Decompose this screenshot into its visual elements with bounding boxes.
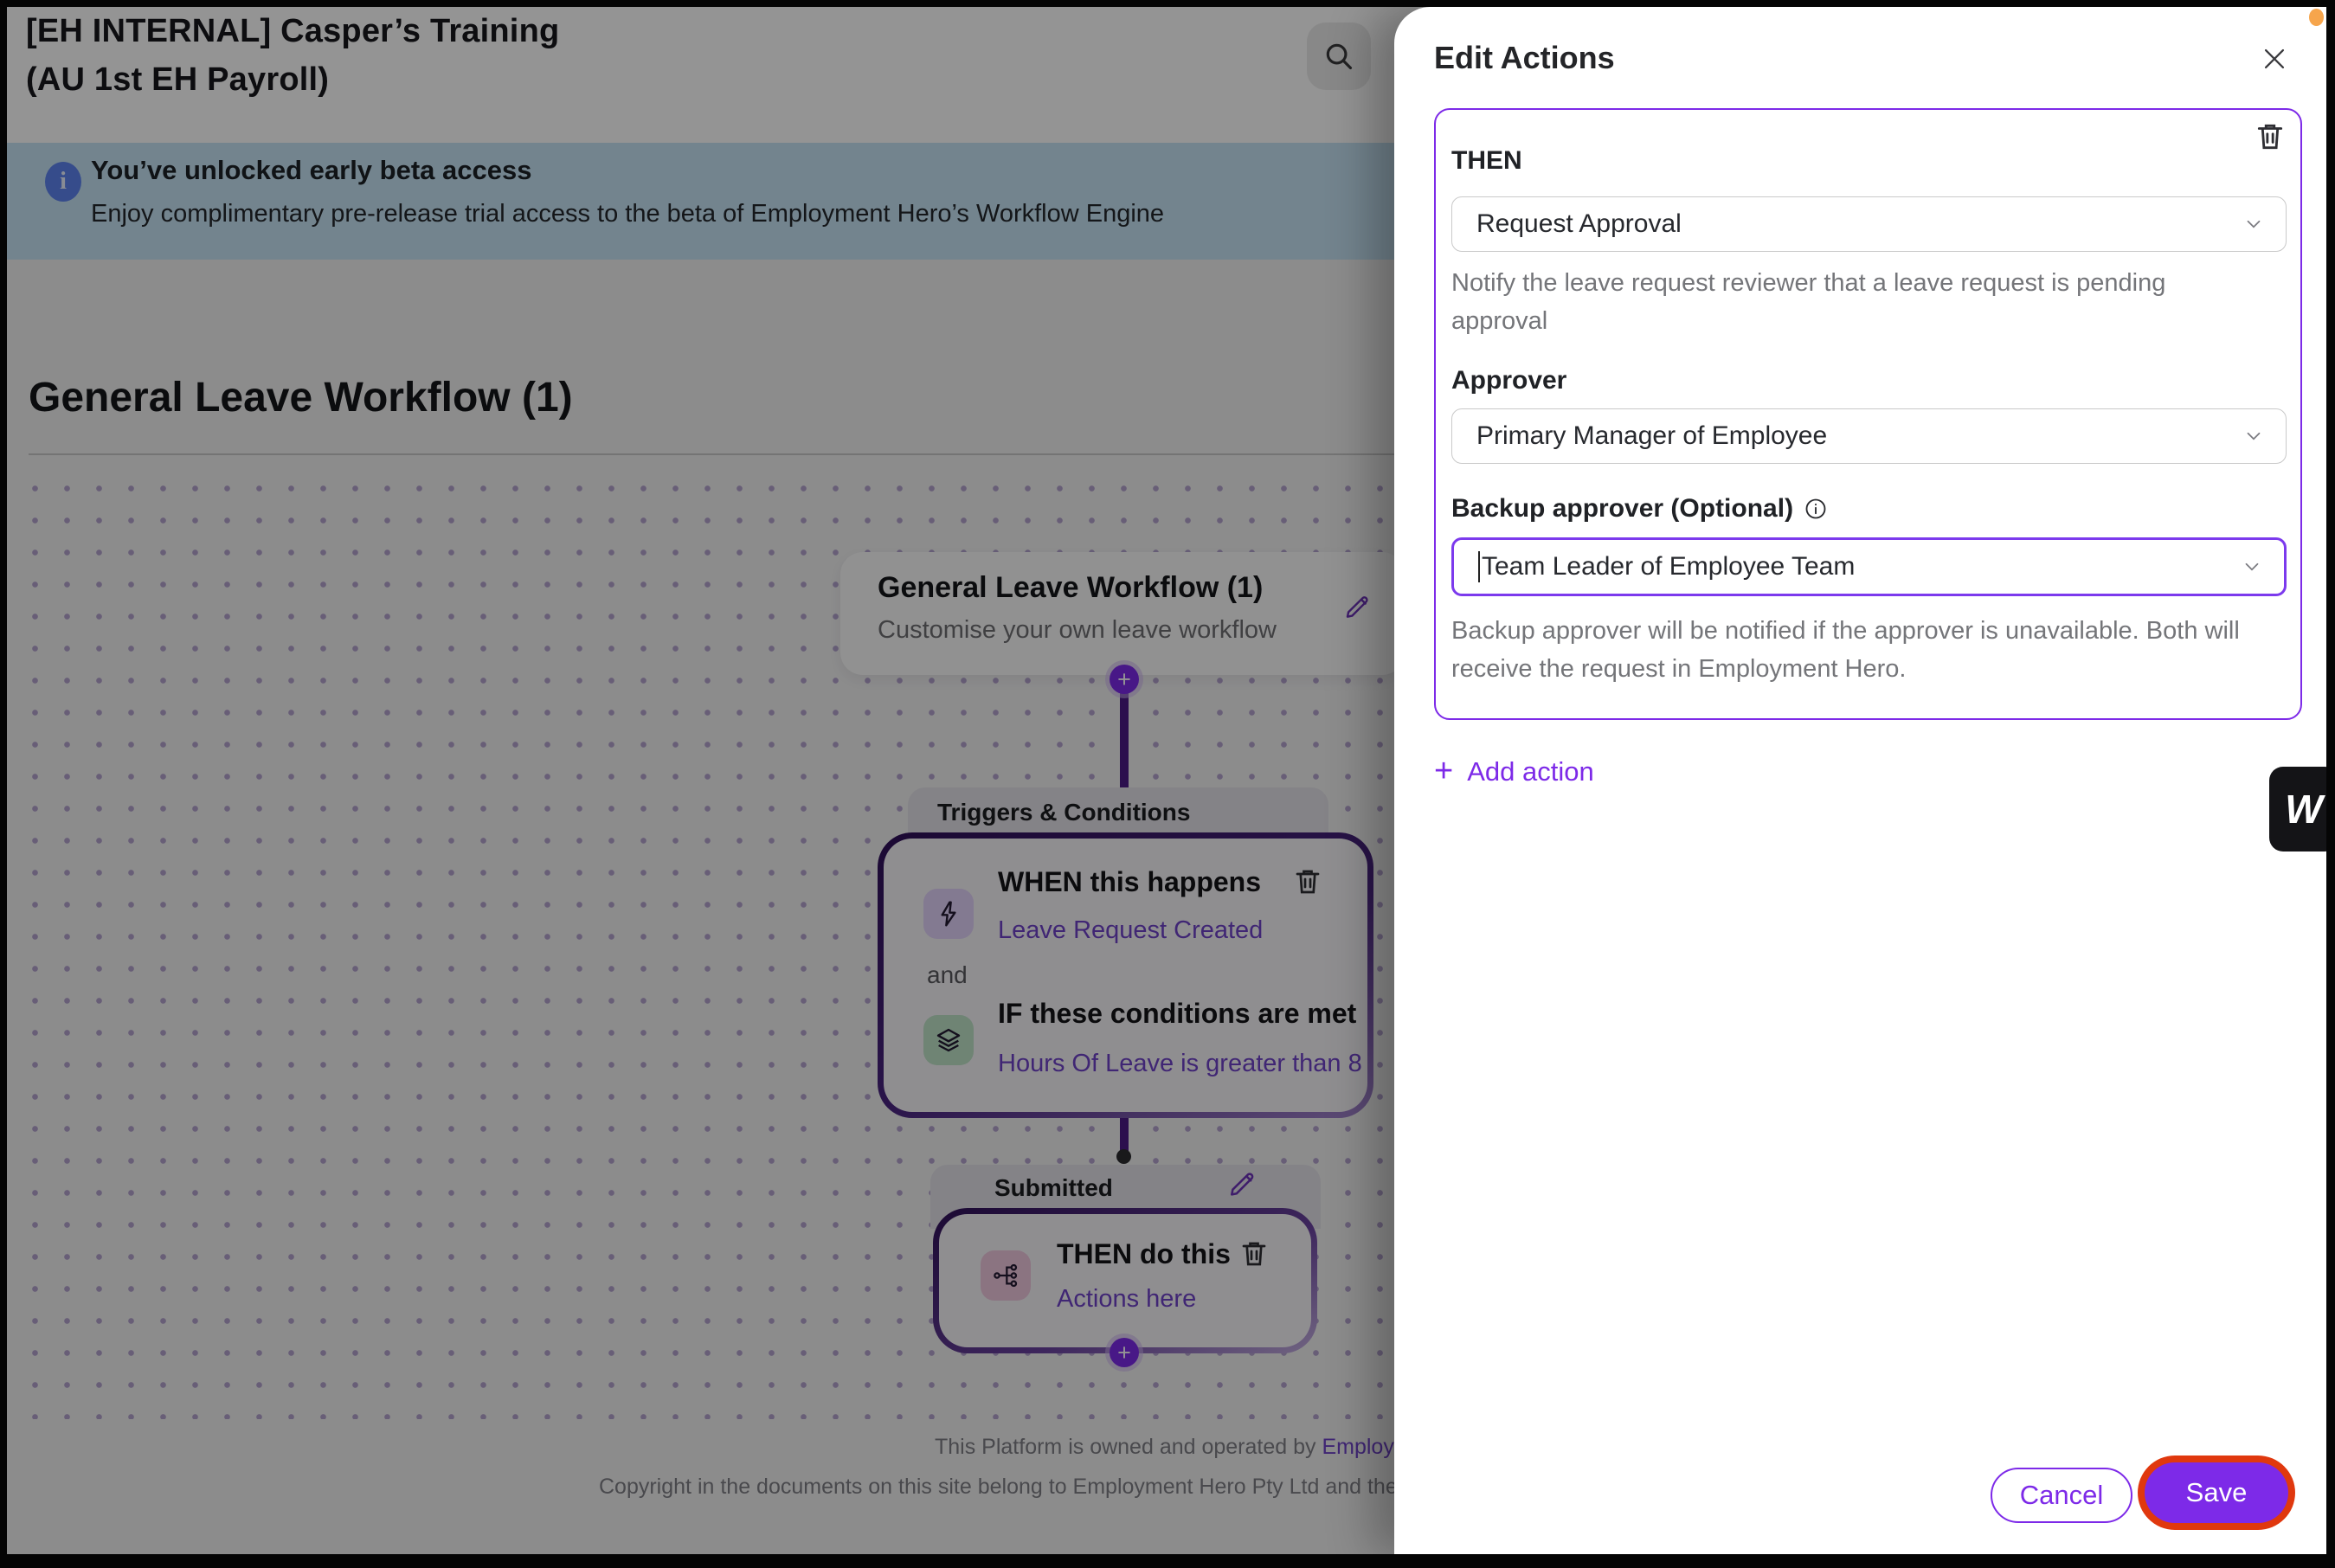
chevron-down-icon: [2242, 425, 2265, 447]
screen-frame-edge: [2326, 0, 2335, 1568]
info-icon[interactable]: [1804, 497, 1828, 521]
close-icon[interactable]: [2257, 42, 2292, 76]
app-title-line1: [EH INTERNAL] Casper’s Training: [26, 13, 560, 49]
cancel-button[interactable]: Cancel: [1991, 1468, 2132, 1523]
chevron-down-icon: [2242, 213, 2265, 235]
then-help-text: Notify the leave request reviewer that a…: [1451, 269, 2166, 335]
delete-trigger-icon[interactable]: [1292, 866, 1323, 897]
search-button[interactable]: [1307, 22, 1371, 90]
banner-body: Enjoy complimentary pre-release trial ac…: [91, 200, 1165, 228]
footer-copyright-line: Copyright in the documents on this site …: [599, 1475, 1498, 1499]
then-select-value: Request Approval: [1476, 209, 1682, 238]
add-action-label: Add action: [1467, 755, 1594, 787]
panel-title: Edit Actions: [1434, 40, 1615, 75]
action-card: THEN Request Approval Notify the leave r…: [1434, 108, 2302, 720]
search-icon: [1322, 40, 1355, 73]
edit-pencil-icon[interactable]: [1344, 594, 1372, 621]
triggers-tab-label: Triggers & Conditions: [937, 799, 1191, 826]
workflow-root-node[interactable]: General Leave Workflow (1) Customise you…: [840, 552, 1405, 675]
chevron-down-icon: [2241, 556, 2263, 578]
submitted-tab-label: Submitted: [994, 1174, 1113, 1201]
then-title: THEN do this: [1057, 1238, 1231, 1269]
triggers-conditions-card[interactable]: WHEN this happens Leave Request Created …: [878, 832, 1373, 1118]
workflow-node-title: General Leave Workflow (1): [878, 571, 1264, 604]
approver-field-label: Approver: [1451, 366, 1567, 395]
flow-branch-icon: [981, 1250, 1031, 1301]
if-value-link[interactable]: Hours Of Leave is greater than 8: [998, 1050, 1362, 1077]
backup-approver-field-label: Backup approver (Optional): [1451, 494, 1828, 524]
screen-frame-edge: [0, 0, 2335, 7]
connector-line: [1120, 1116, 1129, 1154]
add-node-button[interactable]: +: [1110, 665, 1139, 694]
if-title: IF these conditions are met: [998, 998, 1357, 1029]
and-label: and: [927, 961, 968, 988]
when-value-link[interactable]: Leave Request Created: [998, 916, 1264, 944]
layers-icon: [923, 1015, 974, 1065]
screen-frame-edge: [0, 0, 7, 1568]
info-circle-icon: i: [45, 162, 81, 202]
save-button[interactable]: Save: [2145, 1462, 2288, 1523]
plus-icon: +: [1434, 753, 1454, 789]
connector-endpoint-dot: [1116, 1149, 1131, 1164]
backup-approver-select[interactable]: Team Leader of Employee Team: [1451, 537, 2287, 596]
screen-frame-edge: [0, 1554, 2335, 1568]
banner-title: You’ve unlocked early beta access: [91, 155, 532, 185]
add-action-button[interactable]: + Add action: [1434, 753, 1594, 790]
when-title: WHEN this happens: [998, 866, 1262, 897]
w-widget-button[interactable]: W: [2269, 767, 2335, 851]
delete-action-icon[interactable]: [1238, 1238, 1270, 1269]
app-title-line2: (AU 1st EH Payroll): [26, 61, 330, 98]
then-actions-card[interactable]: THEN do this Actions here: [933, 1208, 1317, 1353]
app-title: [EH INTERNAL] Casper’s Training (AU 1st …: [26, 7, 559, 104]
approver-select-value: Primary Manager of Employee: [1476, 421, 1828, 450]
heading-divider: [29, 453, 1394, 455]
text-cursor: [1478, 551, 1480, 582]
then-select[interactable]: Request Approval: [1451, 196, 2287, 252]
connector-line: [1120, 677, 1129, 838]
add-node-button[interactable]: +: [1110, 1338, 1139, 1367]
backup-help-text: Backup approver will be notified if the …: [1451, 617, 2240, 683]
approver-select[interactable]: Primary Manager of Employee: [1451, 408, 2287, 464]
workflow-node-subtitle: Customise your own leave workflow: [878, 616, 1277, 644]
edit-pencil-icon[interactable]: [1228, 1170, 1258, 1199]
then-value-link[interactable]: Actions here: [1057, 1285, 1197, 1313]
notification-dot: [2309, 9, 2324, 26]
backup-approver-select-value: Team Leader of Employee Team: [1482, 552, 1856, 581]
delete-action-card-icon[interactable]: [2254, 120, 2287, 153]
page-title: General Leave Workflow (1): [29, 375, 573, 421]
lightning-icon: [923, 889, 974, 939]
edit-actions-panel: Edit Actions THEN Request Approval Notif…: [1394, 7, 2326, 1554]
then-field-label: THEN: [1451, 146, 1522, 175]
